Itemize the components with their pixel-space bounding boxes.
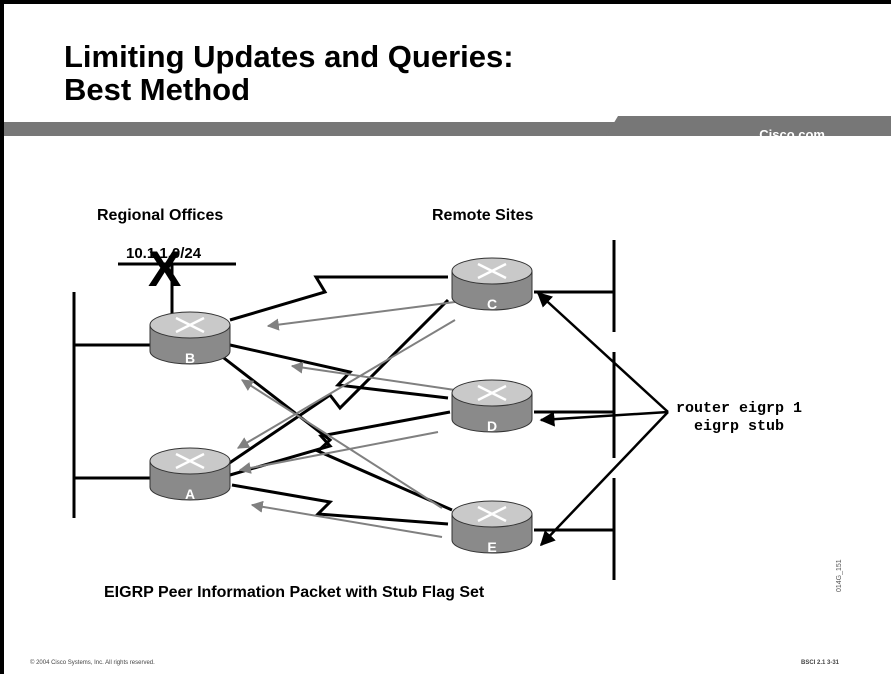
router-a: A — [149, 447, 231, 502]
router-icon — [175, 316, 205, 334]
slide-title-line-2: Best Method — [64, 72, 250, 107]
arrow-d-to-b — [290, 361, 456, 391]
slide-border-left — [0, 0, 4, 674]
router-c-label: C — [487, 296, 497, 312]
config-line-2: eigrp stub — [694, 418, 785, 435]
arrow-c-to-b — [266, 301, 456, 331]
router-a-label: A — [185, 486, 195, 502]
lan-segments — [72, 240, 616, 580]
arrow-config-to-d — [539, 410, 669, 427]
arrow-e-to-a — [250, 500, 443, 538]
router-icon — [477, 384, 507, 402]
link-a-d — [229, 410, 451, 477]
arrow-e-to-b — [240, 379, 443, 509]
link-b-e — [219, 353, 453, 512]
config-line-1: router eigrp 1 — [676, 400, 803, 417]
link-a-c — [221, 298, 450, 470]
stub-config-text: router eigrp 1 eigrp stub — [676, 400, 802, 436]
wan-links — [219, 275, 453, 526]
slide-title-line-1: Limiting Updates and Queries: — [64, 39, 514, 74]
diagram-caption: EIGRP Peer Information Packet with Stub … — [104, 584, 485, 601]
router-b-label: B — [185, 350, 195, 366]
link-b-c — [229, 275, 448, 322]
header-tab — [606, 116, 891, 136]
stub-flag-arrows — [236, 301, 456, 538]
router-icon — [477, 505, 507, 523]
router-d-label: D — [487, 418, 497, 434]
router-icon — [175, 452, 205, 470]
router-c: C — [451, 257, 533, 312]
config-arrows — [536, 291, 669, 547]
remote-sites-heading: Remote Sites — [432, 207, 533, 224]
subnet-x-marker: X — [148, 241, 181, 297]
router-e: E — [451, 500, 533, 555]
copyright-footer: © 2004 Cisco Systems, Inc. All rights re… — [30, 660, 155, 666]
router-d: D — [451, 379, 533, 434]
figure-id: 014G_151 — [836, 559, 843, 592]
arrow-d-to-a — [238, 431, 439, 474]
router-icon — [477, 262, 507, 280]
regional-offices-heading: Regional Offices — [97, 207, 223, 224]
router-e-label: E — [487, 539, 496, 555]
arrow-config-to-c — [536, 291, 669, 413]
slide-title: Limiting Updates and Queries: Best Metho… — [64, 40, 514, 106]
course-page-number: BSCI 2.1 3-31 — [801, 660, 840, 666]
router-b: B — [149, 311, 231, 366]
link-a-e — [231, 483, 449, 526]
brand-label: Cisco.com — [759, 127, 825, 142]
slide-border-top — [0, 0, 891, 4]
arrow-c-to-a — [236, 319, 456, 449]
arrow-config-to-e — [539, 411, 669, 547]
subnet-label: 10.1.1.0/24 — [126, 245, 202, 262]
link-b-d — [229, 343, 449, 400]
